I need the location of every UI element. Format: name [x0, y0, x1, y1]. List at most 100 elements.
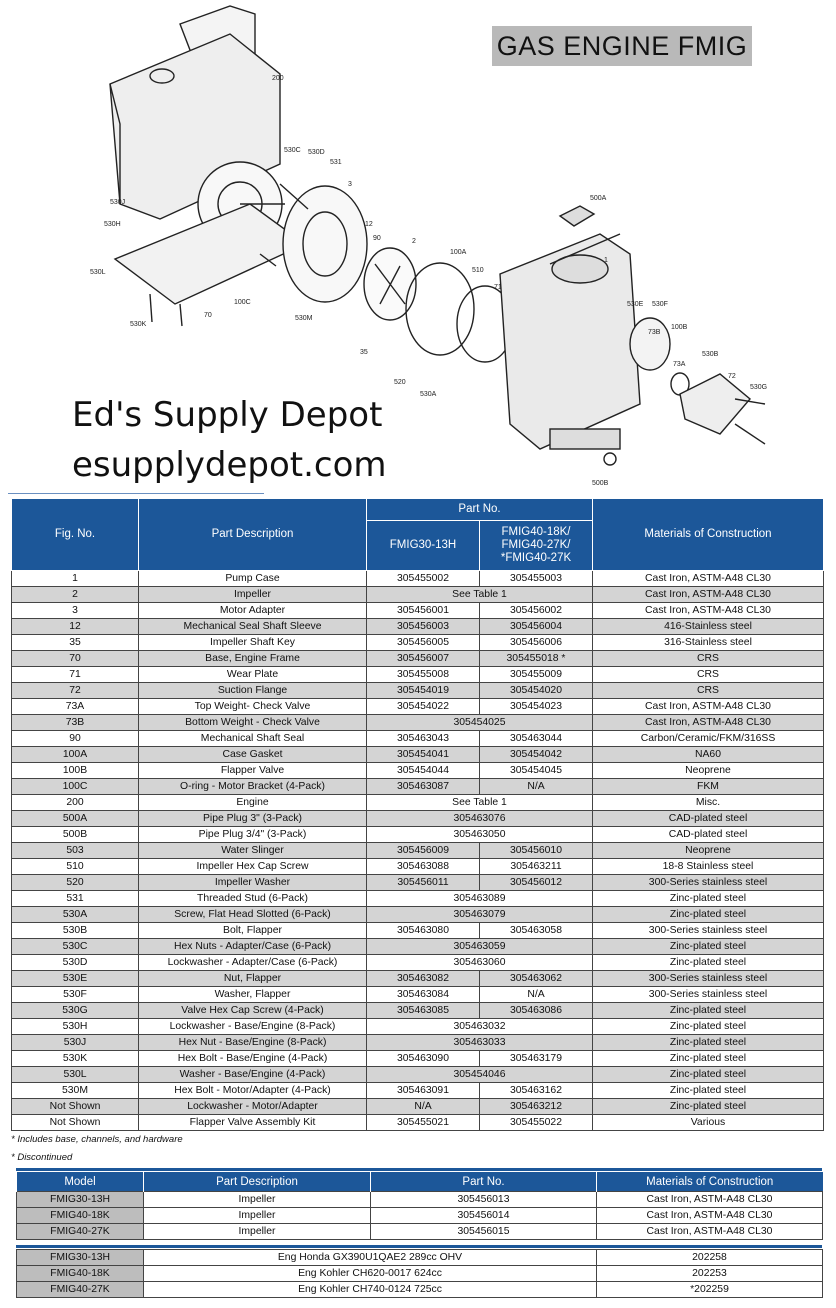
part-no-cell: N/A [479, 986, 593, 1003]
part-no-cell: 305454022 [366, 698, 480, 715]
description-cell: Impeller [143, 1223, 371, 1240]
materials-cell: CRS [592, 682, 824, 699]
part-no-cell: 305463090 [366, 1050, 480, 1067]
fig-no-cell: 90 [11, 730, 139, 747]
materials-cell: Zinc-plated steel [592, 1034, 824, 1051]
part-no-cell: 305454041 [366, 746, 480, 763]
description-cell: Motor Adapter [138, 602, 367, 619]
parts-table: Fig. No. Part Description Part No. Mater… [11, 498, 824, 1131]
header-model-line1: FMIG40-18K/ [501, 526, 571, 538]
description-cell: Lockwasher - Base/Engine (8-Pack) [138, 1018, 367, 1035]
engine-cell: Eng Kohler CH620-0017 624cc [143, 1265, 597, 1282]
part-no-cell: 305463032 [366, 1018, 593, 1035]
part-no-cell: 305456004 [479, 618, 593, 635]
materials-cell: Cast Iron, ASTM-A48 CL30 [596, 1207, 823, 1224]
part-no-cell: 305455008 [366, 666, 480, 683]
svg-text:500A: 500A [590, 195, 607, 202]
part-no-cell: 305456005 [366, 634, 480, 651]
part-no-cell: 305463043 [366, 730, 480, 747]
svg-text:12: 12 [365, 221, 373, 228]
part-no-cell: 305463059 [366, 938, 593, 955]
svg-text:530D: 530D [308, 149, 325, 156]
engine-cell: Eng Honda GX390U1QAE2 289cc OHV [143, 1249, 597, 1266]
part-no-cell: 305463079 [366, 906, 593, 923]
header-materials: Materials of Construction [592, 498, 824, 571]
fig-no-cell: 531 [11, 890, 139, 907]
materials-cell: Cast Iron, ASTM-A48 CL30 [592, 570, 824, 587]
part-no-cell: 305463084 [366, 986, 480, 1003]
description-cell: Bottom Weight - Check Valve [138, 714, 367, 731]
model-cell: FMIG30-13H [16, 1249, 144, 1266]
description-cell: O-ring - Motor Bracket (4-Pack) [138, 778, 367, 795]
description-cell: Engine [138, 794, 367, 811]
part-no-cell: 305463211 [479, 858, 593, 875]
svg-text:73A: 73A [673, 361, 686, 368]
svg-text:530M: 530M [295, 315, 313, 322]
part-no-cell: See Table 1 [366, 794, 593, 811]
description-cell: Hex Nuts - Adapter/Case (6-Pack) [138, 938, 367, 955]
materials-cell: Cast Iron, ASTM-A48 CL30 [592, 586, 824, 603]
part-no-cell: 305456009 [366, 842, 480, 859]
svg-text:35: 35 [360, 349, 368, 356]
part-no-cell: 305463089 [366, 890, 593, 907]
description-cell: Pump Case [138, 570, 367, 587]
note-discontinued: * Discontinued [11, 1152, 73, 1163]
description-cell: Impeller [143, 1191, 371, 1208]
brand-name: Ed's Supply Depot [72, 395, 383, 435]
description-cell: Impeller [138, 586, 367, 603]
part-no-cell: *202259 [596, 1281, 823, 1298]
svg-text:530L: 530L [90, 269, 106, 276]
model-cell: FMIG30-13H [16, 1191, 144, 1208]
svg-text:200: 200 [272, 75, 284, 82]
materials-cell: CRS [592, 650, 824, 667]
model-cell: FMIG40-27K [16, 1223, 144, 1240]
part-no-cell: 305454045 [479, 762, 593, 779]
svg-text:530G: 530G [750, 384, 767, 391]
note-includes: * Includes base, channels, and hardware [11, 1134, 183, 1145]
svg-text:1: 1 [604, 257, 608, 264]
impeller-table: Model Part Description Part No. Material… [16, 1172, 823, 1240]
page-title: GAS ENGINE FMIG [492, 26, 752, 66]
svg-text:530A: 530A [420, 391, 437, 398]
svg-text:531: 531 [330, 159, 342, 166]
svg-text:530F: 530F [652, 301, 668, 308]
materials-cell: FKM [592, 778, 824, 795]
part-no-cell: 305463033 [366, 1034, 593, 1051]
impeller-header-materials: Materials of Construction [596, 1172, 823, 1192]
description-cell: Water Slinger [138, 842, 367, 859]
part-no-cell: 305454023 [479, 698, 593, 715]
svg-text:530E: 530E [627, 301, 644, 308]
description-cell: Pipe Plug 3" (3-Pack) [138, 810, 367, 827]
part-no-cell: 305456002 [479, 602, 593, 619]
part-no-cell: 305454019 [366, 682, 480, 699]
fig-no-cell: 100C [11, 778, 139, 795]
materials-cell: NA60 [592, 746, 824, 763]
fig-no-cell: 510 [11, 858, 139, 875]
part-no-cell: 305456012 [479, 874, 593, 891]
part-no-cell: N/A [479, 778, 593, 795]
materials-cell: Zinc-plated steel [592, 1050, 824, 1067]
part-no-cell: 305455021 [366, 1114, 480, 1131]
part-no-cell: 305456011 [366, 874, 480, 891]
